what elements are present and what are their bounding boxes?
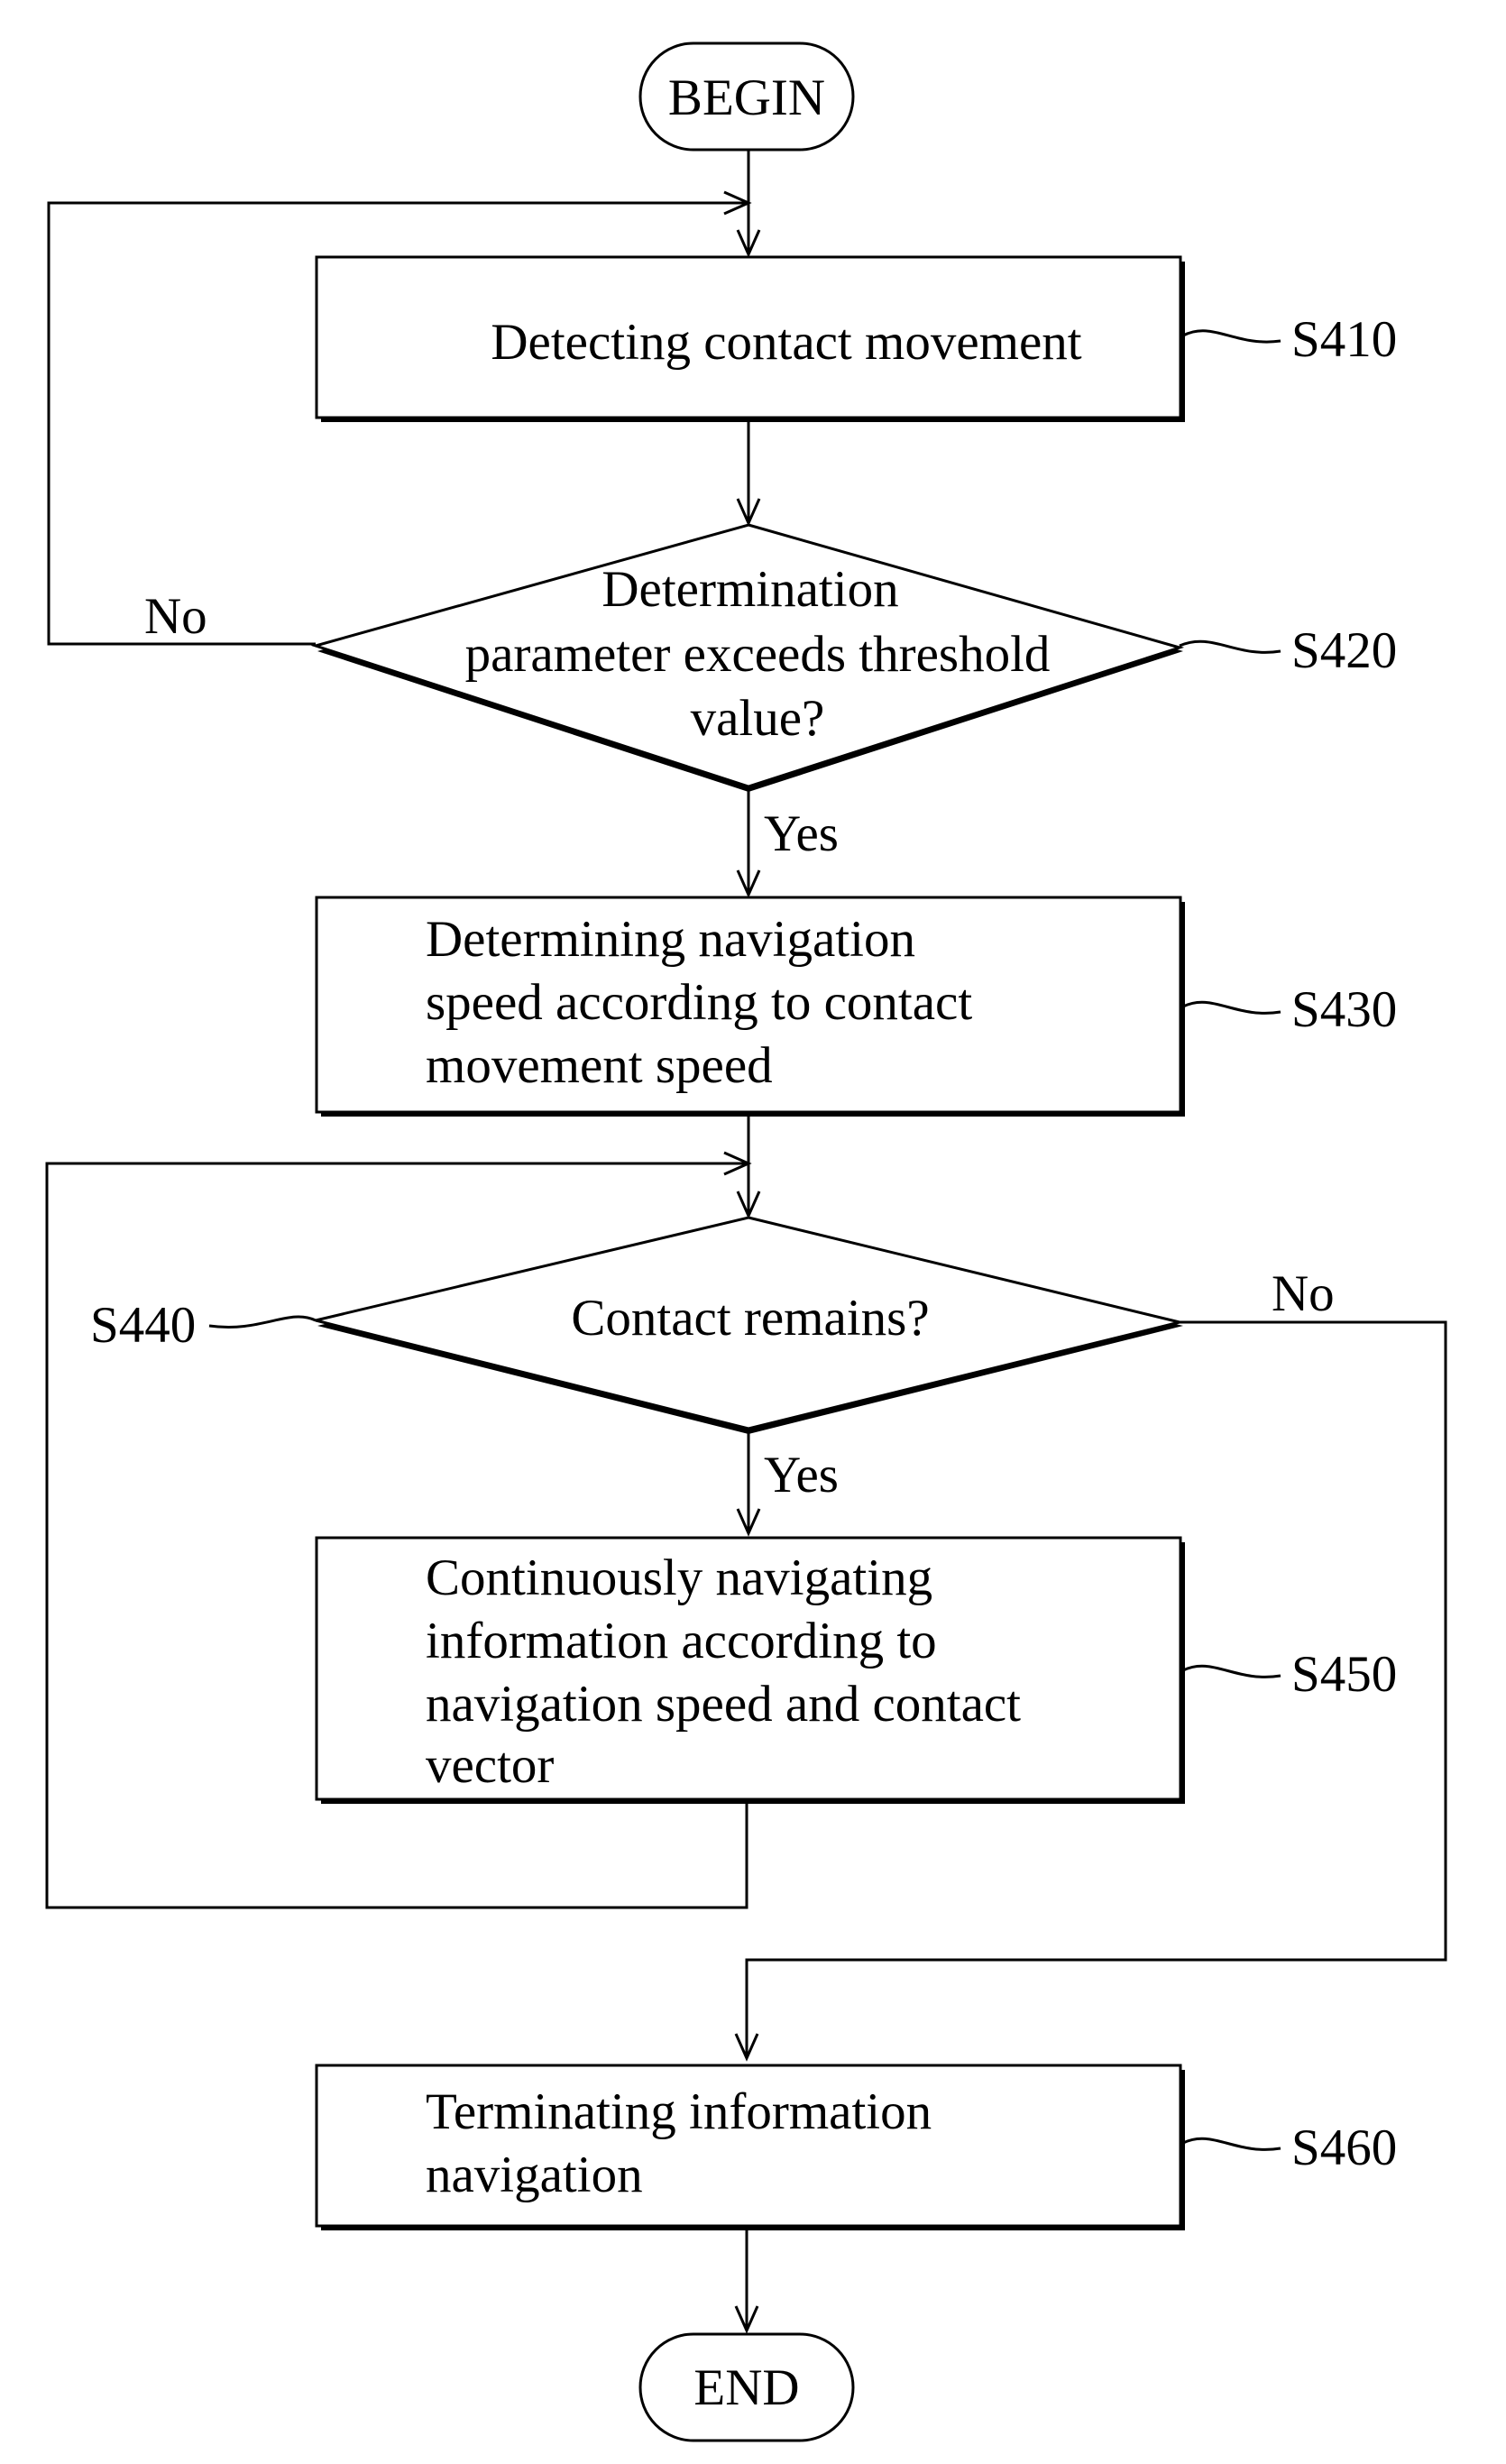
s450-text-line-4: vector [426, 1737, 554, 1794]
leader-s440 [209, 1317, 316, 1327]
s430-text-line-2: speed according to contact [426, 974, 972, 1031]
leader-s430 [1183, 1002, 1281, 1013]
s440-yes-label: Yes [764, 1447, 839, 1503]
s460-text-line-1: Terminating information [426, 2083, 932, 2140]
process-box-s450: Continuously navigating information acco… [317, 1538, 1185, 1804]
step-id-s430: S430 [1291, 981, 1397, 1038]
s450-text-line-3: navigation speed and contact [426, 1676, 1021, 1733]
s410-text-line-1: Detecting contact movement [491, 314, 1081, 371]
leader-s450 [1183, 1666, 1281, 1677]
leader-s410 [1183, 331, 1281, 342]
step-id-s450: S450 [1291, 1646, 1397, 1703]
process-box-s430: Determining navigation speed according t… [317, 897, 1185, 1117]
step-id-s440: S440 [90, 1297, 196, 1354]
s420-no-label: No [144, 588, 207, 645]
end-terminal: END [640, 2334, 853, 2441]
leader-s420 [1180, 641, 1281, 652]
leader-s460 [1183, 2138, 1281, 2149]
decision-s420: Determination parameter exceeds threshol… [316, 525, 1183, 792]
s420-text-line-2: parameter exceeds threshold [465, 626, 1051, 683]
process-box-s410: Detecting contact movement [317, 257, 1185, 422]
s450-text-line-2: information according to [426, 1613, 937, 1669]
step-id-s420: S420 [1291, 622, 1397, 679]
s440-no-label: No [1272, 1265, 1335, 1322]
process-box-s460: Terminating information navigation [317, 2065, 1185, 2230]
s420-text-line-1: Determination [601, 561, 898, 618]
s420-text-line-3: value? [691, 690, 825, 747]
s420-yes-label: Yes [764, 805, 839, 862]
s440-text-line-1: Contact remains? [571, 1290, 929, 1347]
s430-text-line-1: Determining navigation [426, 911, 915, 968]
s450-text-line-1: Continuously navigating [426, 1549, 932, 1606]
step-id-s460: S460 [1291, 2119, 1397, 2176]
begin-terminal: BEGIN [640, 43, 853, 150]
begin-label: BEGIN [668, 69, 825, 126]
s430-text-line-3: movement speed [426, 1037, 773, 1094]
s460-text-line-2: navigation [426, 2147, 643, 2203]
step-id-s410: S410 [1291, 311, 1397, 368]
end-label: END [693, 2359, 799, 2416]
decision-s440: Contact remains? [316, 1218, 1183, 1434]
